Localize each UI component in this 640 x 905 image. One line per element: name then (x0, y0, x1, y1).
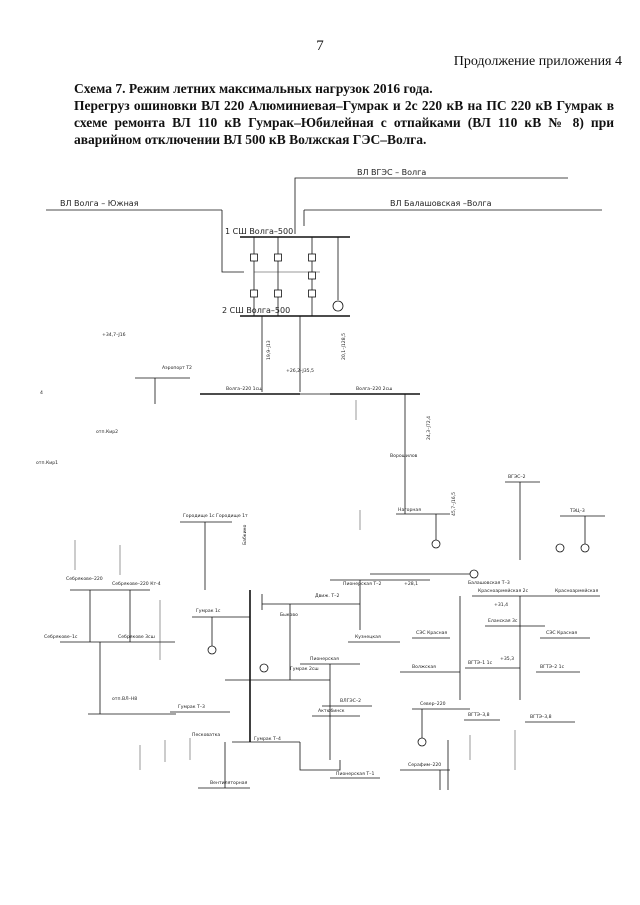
substation-label: Гумрак 2сш (290, 666, 319, 672)
flow-label: +34,7–J16 (102, 332, 126, 338)
breaker-icon (308, 271, 316, 280)
bay-1 (250, 237, 258, 316)
substation-label: отп.Кир2 (96, 429, 118, 435)
substation-label: Гумрак Т–4 (254, 736, 281, 742)
substation-label: Бабкино (242, 524, 248, 545)
transformer-icon (417, 737, 427, 747)
substation-label: Серафим–220 (408, 762, 441, 768)
substation-label: Пионерская Т–2 (343, 581, 381, 587)
flow-label: 45,7–J16,5 (451, 492, 457, 516)
scheme-description: Перегруз ошиновки ВЛ 220 Алюминиевая–Гум… (74, 98, 614, 147)
substation-label: ВГТЭ–1 1с (468, 660, 493, 666)
substation-label: ВГТЭ–3,8 (530, 714, 552, 720)
breaker-icon (308, 253, 316, 262)
page-number: 7 (316, 38, 324, 54)
feeder-vgges-volga (294, 177, 568, 234)
substation-label: ТЭЦ–3 (569, 508, 585, 514)
substation-label: Аэропорт Т2 (162, 365, 192, 371)
transformer-icon (580, 543, 590, 553)
substation-label: ВГЭС–2 (508, 474, 526, 480)
substation-label: отп.ВЛ–Н8 (112, 696, 137, 702)
substation-label: Гумрак 1с (196, 608, 221, 614)
transformer-icon (207, 645, 217, 655)
bus-label-2sh-500: 2 СШ Волга–500 (222, 306, 290, 315)
bay-2 (274, 237, 282, 316)
substation-label: ВГТЭ–3,8 (468, 712, 490, 718)
scheme-title: Схема 7. Режим летних максимальных нагру… (74, 81, 433, 96)
bus-label-1sh-500: 1 СШ Волга–500 (225, 227, 293, 236)
substation-label: СЭС Красная (416, 630, 447, 636)
transformer-icon (469, 569, 479, 579)
substation-label: Нагорная (398, 507, 421, 513)
substation-label: Себрякове–220 Кт-4 (112, 581, 161, 587)
scheme-caption: Схема 7. Режим летних максимальных нагру… (74, 80, 614, 148)
transformer-icon (431, 539, 441, 549)
edge-marker: 4 (40, 390, 43, 396)
substation-label: Красноармейская 2с (478, 587, 529, 594)
line-label-volga-yuzhnaya: ВЛ Волга – Южная (60, 199, 139, 208)
flow-label: +31,4 (494, 602, 508, 608)
breaker-icon (308, 289, 316, 298)
substation-label: Себрякове–1с (44, 634, 78, 640)
substation-label: Движ. Т–2 (315, 593, 339, 599)
substation-label: ВЛГЭС–2 (340, 698, 361, 704)
flow-label: 24,3–J72,4 (426, 416, 432, 440)
flow-label: +28,1 (404, 581, 418, 587)
breaker-icon (250, 289, 258, 298)
flow-label: 19,9–J13 (266, 340, 272, 360)
bay-4 (332, 237, 344, 312)
substation-label: СЭС Красная (546, 630, 577, 636)
transformer-icon (259, 663, 269, 673)
substation-label: Пионерская (310, 656, 339, 662)
transformer-icon (555, 543, 565, 553)
substation-label: Север–220 (420, 701, 446, 707)
substation-label: отп.Кир1 (36, 460, 58, 466)
line-label-vgges-volga: ВЛ ВГЭС – Волга (357, 168, 426, 177)
flow-label: +26,2–J35,5 (286, 368, 314, 374)
feeder-yuzhnaya-drop (221, 210, 244, 273)
substation-label: Себрякове–220 (66, 576, 103, 582)
flow-label: +35,3 (500, 656, 514, 662)
breaker-icon (250, 253, 258, 262)
substation-label: Ворошилов (390, 453, 418, 459)
substation-label: Песковатка (192, 732, 220, 738)
substation-label: Балашовская Т–3 (468, 580, 510, 586)
substation-label: Еланская 3с (488, 618, 518, 624)
substation-label: Себрякове 3сш (118, 634, 155, 640)
flow-label: 20,1–J128,5 (341, 333, 347, 360)
substation-label: Быково (280, 612, 298, 618)
substation-label: ВГТЭ–2 1с (540, 664, 565, 670)
breaker-icon (274, 289, 282, 298)
substation-label: Волжская (412, 664, 436, 670)
substation-label: Пионерская Т–1 (336, 771, 374, 777)
transformer-icon (332, 300, 344, 312)
substation-label: Актюбинск (318, 708, 345, 714)
bus-label-volga220-2: Волга–220 2сш (356, 386, 392, 392)
substation-label: Красноармейская (555, 587, 598, 594)
bay-3 (308, 237, 316, 316)
substation-label: Гумрак Т–3 (178, 704, 205, 710)
breaker-icon (274, 253, 282, 262)
bus-label-volga220-1: Волга–220 1сш (226, 386, 262, 392)
appendix-continuation: Продолжение приложения 4 (453, 54, 622, 69)
substation-label: Городище 1с Городище 1т (183, 513, 248, 519)
substation-label: Кузнецкая (355, 634, 381, 640)
line-label-balashovskaya-volga: ВЛ Балашовская –Волга (390, 199, 492, 208)
substation-label: Вентиляторная (210, 780, 248, 786)
